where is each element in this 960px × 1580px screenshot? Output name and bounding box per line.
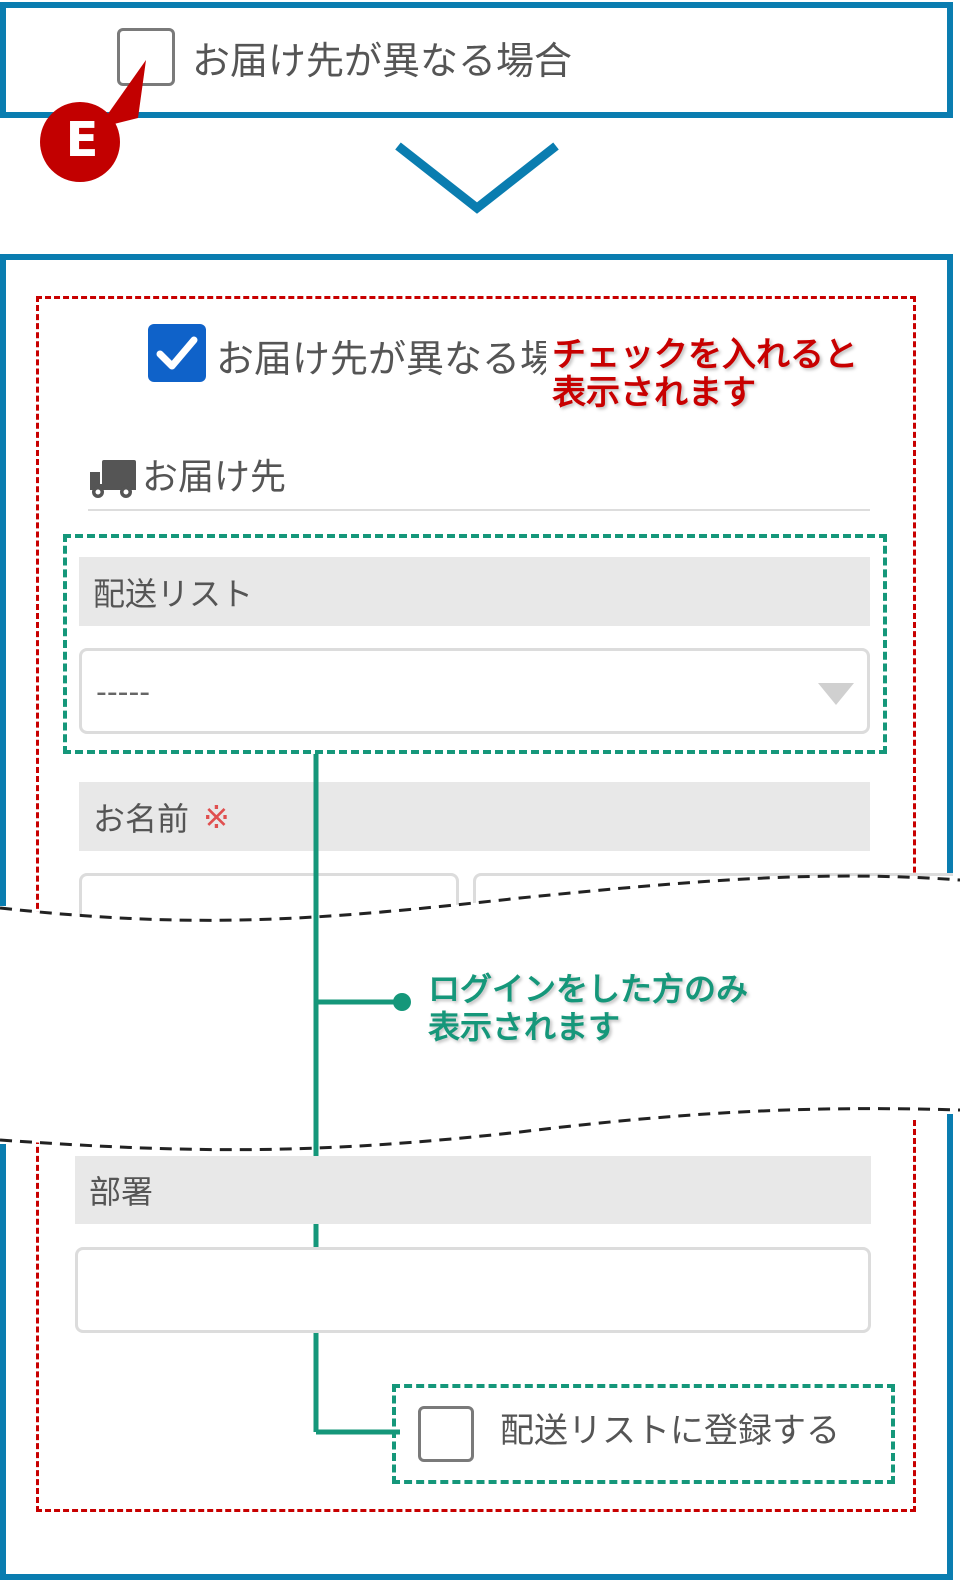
- name-label: お名前 ※: [79, 782, 870, 851]
- delivery-list-value: -----: [96, 675, 151, 710]
- register-delivery-list-label: 配送リストに登録する: [500, 1411, 840, 1451]
- checked-note-line2: 表示されます: [552, 373, 756, 413]
- login-note-line2: 表示されます: [428, 1008, 621, 1046]
- different-address-label: お届け先が異なる場合: [192, 39, 573, 83]
- login-only-region-delivery: [63, 534, 887, 754]
- delivery-list-select[interactable]: -----: [79, 648, 870, 734]
- name-label-text: お名前: [93, 799, 190, 838]
- checkmark-icon: [156, 336, 198, 370]
- login-note-connector: [300, 750, 420, 1450]
- login-only-region-register: [392, 1384, 895, 1484]
- chevron-down-icon: [390, 138, 565, 218]
- shown-when-checked-region-top: [36, 296, 916, 936]
- section-divider: [88, 509, 870, 511]
- section-title: お届け先: [142, 457, 287, 498]
- marker-letter: E: [65, 112, 99, 168]
- department-input[interactable]: [75, 1247, 871, 1333]
- delivery-list-label: 配送リスト: [79, 557, 870, 626]
- shown-when-checked-region-bottom: [36, 1120, 916, 1512]
- top-panel: [0, 2, 953, 118]
- register-delivery-list-checkbox[interactable]: [418, 1406, 474, 1462]
- department-label: 部署: [75, 1156, 871, 1224]
- checked-note-line1: チェックを入れると: [552, 335, 858, 375]
- checked-note: チェックを入れると 表示されます: [552, 336, 858, 412]
- expanded-panel-frame: [0, 254, 953, 1580]
- caret-down-icon: [818, 683, 854, 705]
- required-mark: ※: [203, 797, 230, 836]
- different-address-checkbox-checked[interactable]: [148, 324, 206, 382]
- different-address-label-checked: お届け先が異なる場合: [216, 340, 546, 378]
- omitted-section-break: [0, 870, 960, 1160]
- different-address-checkbox[interactable]: [117, 28, 175, 86]
- login-note-line1: ログインをした方のみ: [428, 970, 749, 1008]
- login-note: ログインをした方のみ 表示されます: [428, 970, 748, 1046]
- truck-icon: [88, 458, 136, 500]
- pin-marker-icon: [38, 58, 148, 186]
